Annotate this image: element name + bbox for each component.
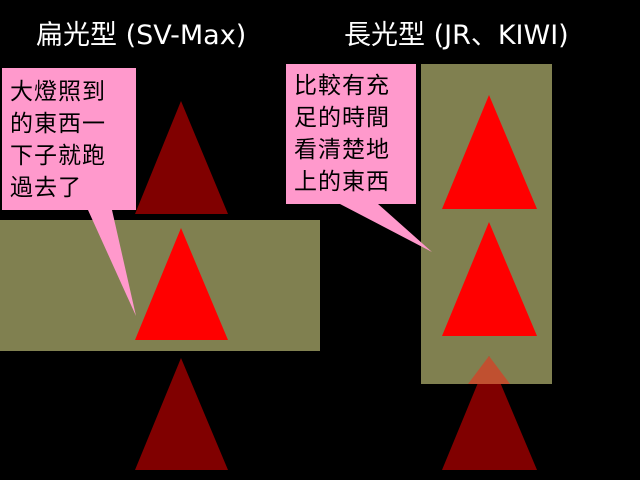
- triangle-right-bottom-lit-part: [468, 356, 510, 384]
- callout-left-line: 大燈照到: [10, 79, 106, 105]
- callout-right-bubble: [286, 64, 432, 252]
- callout-right-line: 足的時間: [294, 105, 390, 131]
- heading-wide-beam: 扁光型 (SV-Max): [36, 20, 247, 51]
- callout-left-bubble: [2, 68, 136, 316]
- callout-right-line: 看清楚地: [294, 137, 390, 163]
- callout-left-line: 過去了: [10, 175, 82, 201]
- callout-left-line: 下子就跑: [10, 143, 106, 169]
- triangle-right-middle: [442, 222, 537, 336]
- callout-left-text: 大燈照到 的東西一 下子就跑 過去了: [10, 76, 106, 204]
- callout-right-text: 比較有充 足的時間 看清楚地 上的東西: [294, 70, 390, 198]
- triangle-left-middle: [135, 228, 228, 340]
- triangle-left-top: [135, 101, 228, 214]
- heading-long-beam: 長光型 (JR、KIWI): [344, 20, 569, 51]
- triangle-left-bottom: [135, 358, 228, 470]
- callout-left-line: 的東西一: [10, 111, 106, 137]
- callout-right-line: 比較有充: [294, 73, 390, 99]
- triangle-right-top: [442, 95, 537, 209]
- triangle-right-bottom: [442, 356, 537, 470]
- callout-right-line: 上的東西: [294, 169, 390, 195]
